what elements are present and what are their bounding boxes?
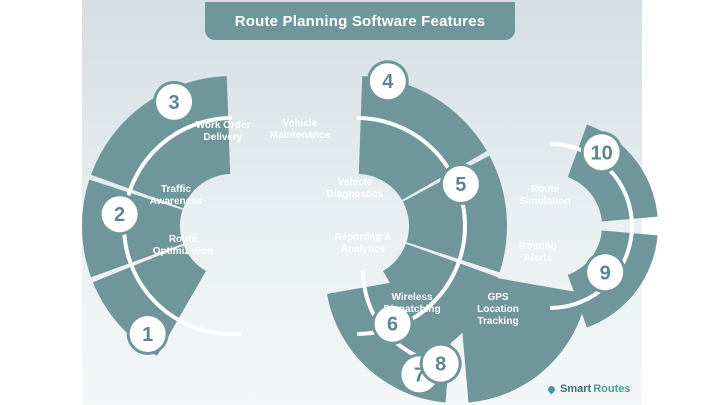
feature-label-6: Reporting &Analytics [334,232,391,255]
page-title: Route Planning Software Features [234,12,486,30]
feature-number-3: 3 [169,92,180,114]
feature-number-badge-10: 10 [580,131,623,174]
feature-number-6: 6 [387,314,398,336]
feature-number-badge-9: 9 [584,251,627,294]
feature-number-8: 8 [435,354,446,376]
feature-segment-1 [92,245,206,356]
feature-number-2: 2 [114,204,125,226]
feature-number-7: 7 [414,364,425,386]
brand-name-part1: Smart [560,383,592,395]
feature-number-badge-1: 1 [126,312,169,355]
feature-number-badge-8: 8 [419,342,462,385]
feature-segment-6 [383,243,498,356]
brand-name-part2: Routes [593,383,631,395]
feature-number-badge-4: 4 [366,60,409,103]
feature-number-badge-5: 5 [439,163,482,206]
feature-number-1: 1 [142,324,153,346]
feature-number-9: 9 [600,262,611,284]
feature-number-10: 10 [590,142,612,164]
feature-number-5: 5 [455,174,466,196]
feature-segment-3 [91,76,231,209]
feature-number-badge-2: 2 [98,193,141,236]
feature-number-badge-6: 6 [371,302,414,345]
map-pin-icon [546,384,557,394]
feature-number-badge-3: 3 [153,80,196,123]
title-banner: Route Planning Software Features [205,2,515,40]
feature-number-4: 4 [382,71,394,93]
